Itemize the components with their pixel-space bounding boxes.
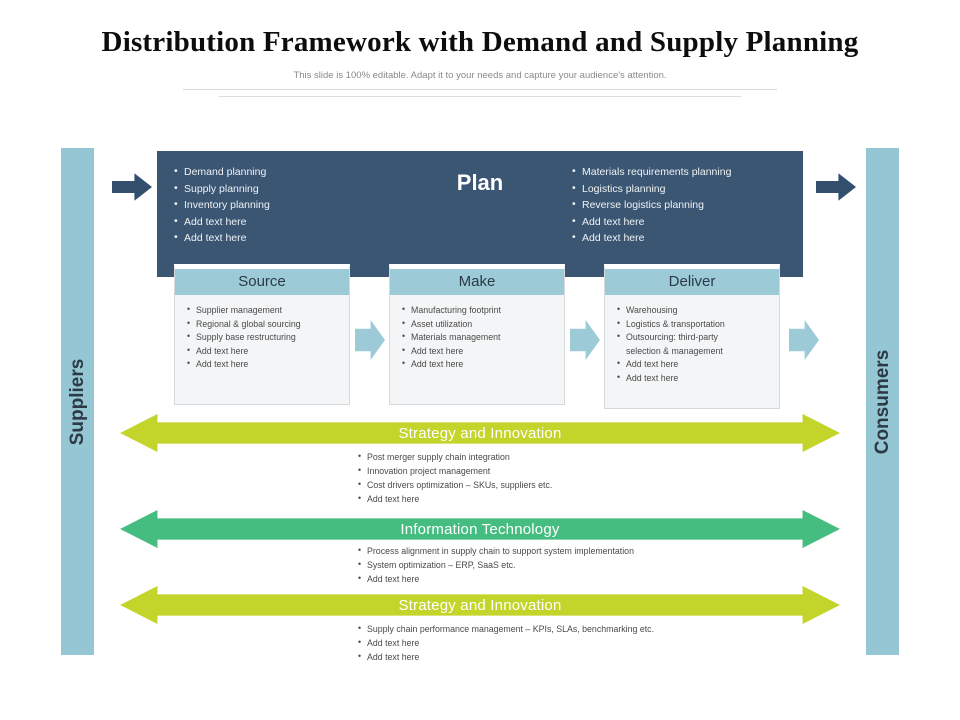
list-item: Add text here <box>358 635 654 650</box>
list-item: Add text here <box>358 649 654 664</box>
list-item: Add text here <box>187 357 349 372</box>
list-item: Logistics & transportation <box>617 317 779 332</box>
list-item: Add text here <box>358 491 552 506</box>
band-strategy-innovation-top: Strategy and Innovation <box>120 414 840 452</box>
list-item: Reverse logistics planning <box>572 196 731 214</box>
list-item-continuation: selection & management <box>626 345 723 356</box>
list-item: Add text here <box>402 357 564 372</box>
list-item: Add text here <box>572 229 731 247</box>
list-item: Innovation project management <box>358 463 552 478</box>
outbound-arrow-icon <box>816 173 856 201</box>
plan-bullets-left: Demand planning Supply planning Inventor… <box>174 163 270 247</box>
list-item: Materials management <box>402 330 564 345</box>
consumers-label: Consumers <box>871 349 893 454</box>
page-title: Distribution Framework with Demand and S… <box>101 26 859 58</box>
band-bullets-strategy-top: Post merger supply chain integration Inn… <box>358 449 552 506</box>
list-item: Add text here <box>617 357 779 372</box>
list-item: Post merger supply chain integration <box>358 449 552 464</box>
list-item: Manufacturing footprint <box>402 303 564 318</box>
chevron-right-icon <box>570 320 600 360</box>
list-item: Outsourcing: third-party <box>617 330 779 345</box>
stage-card-make: Make Manufacturing footprint Asset utili… <box>389 264 565 405</box>
chevron-right-icon <box>355 320 385 360</box>
band-label: Strategy and Innovation <box>398 596 562 614</box>
page-subtitle: This slide is 100% editable. Adapt it to… <box>293 70 667 81</box>
stage-title: Source <box>175 269 349 295</box>
plan-title: Plan <box>456 170 504 195</box>
band-bullets-information-technology: Process alignment in supply chain to sup… <box>358 543 634 586</box>
inbound-arrow-icon <box>112 173 152 201</box>
list-item: Warehousing <box>617 303 779 318</box>
list-item: Inventory planning <box>174 196 270 214</box>
list-item: Supplier management <box>187 303 349 318</box>
band-strategy-innovation-bottom: Strategy and Innovation <box>120 586 840 624</box>
list-item: Supply planning <box>174 180 270 198</box>
list-item: Process alignment in supply chain to sup… <box>358 543 634 558</box>
list-item: Add text here <box>174 229 270 247</box>
list-item: Add text here <box>174 213 270 231</box>
list-item: Supply chain performance management – KP… <box>358 621 654 636</box>
list-item: Regional & global sourcing <box>187 317 349 332</box>
stage-bullets: Supplier management Regional & global so… <box>175 295 349 372</box>
band-bullets-strategy-bottom: Supply chain performance management – KP… <box>358 621 654 664</box>
list-item: Add text here <box>572 213 731 231</box>
stage-bullets: Warehousing Logistics & transportation O… <box>605 295 779 385</box>
list-item: Logistics planning <box>572 180 731 198</box>
list-item: Demand planning <box>174 163 270 181</box>
list-item: Cost drivers optimization – SKUs, suppli… <box>358 477 552 492</box>
list-item: Add text here <box>187 344 349 359</box>
list-item: Add text here <box>402 344 564 359</box>
plan-bullets-right: Materials requirements planning Logistic… <box>572 163 731 247</box>
list-item: Add text here <box>358 571 634 586</box>
stage-title: Deliver <box>605 269 779 295</box>
stage-bullets: Manufacturing footprint Asset utilizatio… <box>390 295 564 372</box>
consumers-rail: Consumers <box>866 148 899 655</box>
list-item: Asset utilization <box>402 317 564 332</box>
band-label: Strategy and Innovation <box>398 424 562 442</box>
list-item: Add text here <box>617 371 779 386</box>
stage-card-deliver: Deliver Warehousing Logistics & transpor… <box>604 264 780 409</box>
header-divider-upper <box>183 89 777 90</box>
band-label: Information Technology <box>400 520 560 538</box>
suppliers-rail: Suppliers <box>61 148 94 655</box>
list-item: Supply base restructuring <box>187 330 349 345</box>
chevron-right-icon <box>789 320 819 360</box>
stage-title: Make <box>390 269 564 295</box>
stage-card-source: Source Supplier management Regional & gl… <box>174 264 350 405</box>
suppliers-label: Suppliers <box>66 358 88 445</box>
band-information-technology: Information Technology <box>120 510 840 548</box>
header-divider-lower <box>219 96 741 97</box>
list-item: System optimization – ERP, SaaS etc. <box>358 557 634 572</box>
list-item: Materials requirements planning <box>572 163 731 181</box>
